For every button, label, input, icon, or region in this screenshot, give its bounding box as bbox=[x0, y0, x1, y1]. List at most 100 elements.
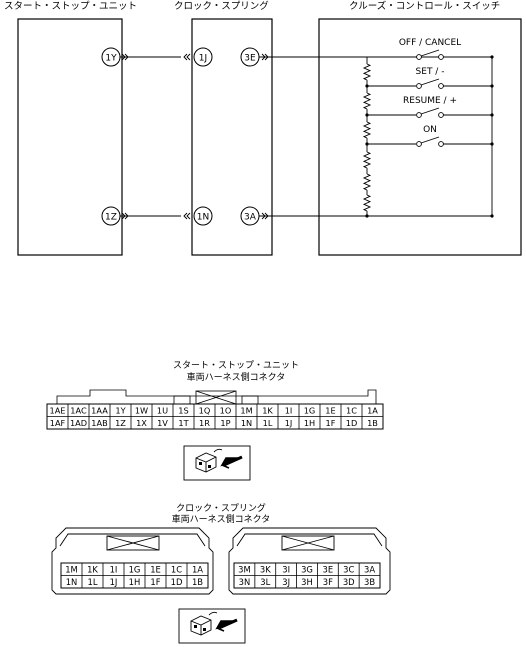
resistor-icon bbox=[362, 121, 372, 139]
connector1-pin: 1AA bbox=[91, 405, 108, 415]
connector1-pin: 1K bbox=[262, 405, 273, 415]
junction-dot bbox=[490, 142, 494, 146]
resistor-icon bbox=[362, 63, 372, 81]
connector2-title-line2: 車両ハーネス側コネクタ bbox=[172, 513, 271, 525]
clock-spring-title: クロック・スプリング bbox=[174, 0, 269, 12]
junction-dot bbox=[365, 142, 369, 146]
connector1-title-line2: 車両ハーネス側コネクタ bbox=[187, 371, 286, 383]
chevron-right-icon bbox=[121, 53, 129, 61]
connector1-pin: 1I bbox=[285, 405, 293, 415]
connector2-left-pin: 1B bbox=[192, 577, 203, 587]
switch-label: RESUME / + bbox=[403, 96, 457, 106]
connector2-right-pin: 3K bbox=[260, 564, 271, 574]
connector-plug-icon bbox=[183, 445, 251, 481]
chevron-left-icon bbox=[183, 212, 191, 220]
cruise-switch-title: クルーズ・コントロール・スイッチ bbox=[349, 0, 500, 12]
connector2-left-pin: 1D bbox=[171, 577, 183, 587]
switch-row: RESUME / + bbox=[365, 96, 494, 118]
connector2-right-pin: 3N bbox=[239, 577, 251, 587]
connector1-pin: 1Z bbox=[115, 418, 126, 428]
connector1-pin: 1B bbox=[367, 418, 378, 428]
connector2-right-pin: 3A bbox=[364, 564, 375, 574]
connector1-title-line1: スタート・ストップ・ユニット bbox=[173, 360, 299, 371]
switch-label: OFF / CANCEL bbox=[399, 38, 461, 48]
connector2-right-pin: 3I bbox=[282, 564, 290, 574]
chevron-right-icon bbox=[261, 212, 269, 220]
connector1-pin: 1V bbox=[157, 418, 168, 428]
junction-dot bbox=[490, 84, 494, 88]
resistor-icon bbox=[362, 194, 372, 212]
switch-blade bbox=[420, 78, 440, 86]
connector2-right-pin: 3B bbox=[364, 577, 375, 587]
switch-contact bbox=[416, 54, 422, 60]
ssu-title: スタート・ストップ・ユニット bbox=[4, 1, 137, 12]
connector2-right-pin: 3D bbox=[343, 577, 355, 587]
connector1-pin: 1T bbox=[178, 418, 189, 428]
switch-row: OFF / CANCEL bbox=[399, 38, 494, 60]
pin-ssu-top: 1Y bbox=[101, 47, 121, 67]
connector2-left-pin: 1C bbox=[171, 564, 182, 574]
svg-text:1Y: 1Y bbox=[105, 54, 117, 64]
switch-contact bbox=[416, 112, 422, 118]
switch-row: ON bbox=[365, 125, 494, 147]
pin-clock-right-top: 3E bbox=[240, 47, 260, 67]
connector1-pin: 1H bbox=[304, 418, 315, 428]
connector1-pin: 1X bbox=[136, 418, 147, 428]
connector2-right-pin: 3G bbox=[301, 564, 313, 574]
junction-dot bbox=[490, 113, 494, 117]
switch-label: ON bbox=[423, 125, 437, 135]
resistor-icon bbox=[362, 173, 372, 191]
connector1-pin: 1W bbox=[135, 405, 148, 415]
switch-blade bbox=[420, 49, 440, 57]
connector1-pin: 1Q bbox=[199, 405, 211, 415]
connector2-left-pin: 1I bbox=[110, 564, 118, 574]
junction-dot bbox=[365, 214, 369, 218]
connector2-left-pin: 1K bbox=[87, 564, 98, 574]
connector1-pin: 1AC bbox=[70, 405, 87, 415]
connector1-pin: 1AE bbox=[50, 405, 66, 415]
resistor-icon bbox=[362, 92, 372, 110]
connector1-pin: 1A bbox=[367, 405, 378, 415]
connector1-pin: 1R bbox=[199, 418, 210, 428]
resistor-icon bbox=[362, 151, 372, 169]
connector1-pin: 1E bbox=[325, 405, 335, 415]
connector2-left-pin: 1N bbox=[66, 577, 78, 587]
switch-contact bbox=[416, 83, 422, 89]
switch-contact bbox=[438, 112, 444, 118]
connector1-pin: 1Y bbox=[115, 405, 126, 415]
connector1-pin: 1P bbox=[220, 418, 230, 428]
connector2-title-line1: クロック・スプリング bbox=[176, 502, 266, 514]
connector2-left-pin: 1H bbox=[129, 577, 141, 587]
connector1-pin: 1AF bbox=[50, 418, 66, 428]
connector1-pin: 1M bbox=[240, 405, 252, 415]
pin-clock-left-top: 1J bbox=[193, 47, 213, 67]
clock-spring-box bbox=[191, 18, 273, 256]
connector-plug-icon bbox=[178, 608, 246, 644]
pin-ssu-bottom: 1Z bbox=[101, 206, 121, 226]
connector2-right-pin: 3L bbox=[260, 577, 270, 587]
connector2-right-pin: 3J bbox=[282, 577, 290, 587]
connector1-pin: 1N bbox=[241, 418, 252, 428]
connector1-pin: 1D bbox=[346, 418, 358, 428]
connector1-pin: 1S bbox=[178, 405, 188, 415]
connector2-right-pin: 3M bbox=[238, 564, 251, 574]
svg-text:1N: 1N bbox=[197, 213, 209, 223]
junction-dot bbox=[365, 84, 369, 88]
junction-dot bbox=[490, 55, 494, 59]
junction-dot bbox=[365, 113, 369, 117]
connector2-right-pin: 3F bbox=[323, 577, 333, 587]
switch-rows: OFF / CANCEL SET / - RESUME / + ON bbox=[365, 38, 494, 218]
connector2-left-pin: 1J bbox=[110, 577, 118, 587]
pin-clock-right-bottom: 3A bbox=[240, 206, 260, 226]
switch-blade bbox=[420, 136, 440, 144]
connector2-right-pin: 3H bbox=[301, 577, 313, 587]
connector2-right-pin: 3C bbox=[343, 564, 354, 574]
connector1-pin: 1U bbox=[157, 405, 168, 415]
connector1-pin: 1G bbox=[304, 405, 316, 415]
resistors bbox=[362, 63, 372, 212]
cruise-switch-box bbox=[318, 18, 522, 256]
switch-row: SET / - bbox=[365, 67, 494, 89]
